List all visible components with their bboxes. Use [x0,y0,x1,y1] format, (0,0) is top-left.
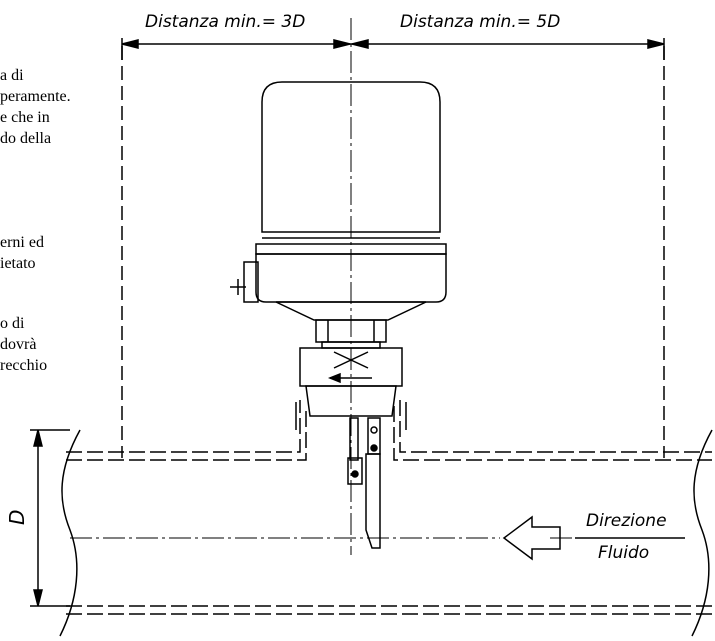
dim-arrow-mid-left [333,39,351,49]
dimension-label-5d: Distanza min.= 5D [400,12,560,32]
cable-gland [243,261,259,303]
coupling-block [299,347,403,387]
text-fragment-3: o di dovrà recchio [0,313,47,376]
pipe-break-right [691,429,713,637]
text-line: peramente. [0,88,71,105]
dimension-label-3d: Distanza min.= 3D [145,12,305,32]
flow-label-line2: Fluido [598,543,649,563]
dim-arrow-left [121,39,139,49]
pipe-break-left [59,429,81,637]
text-line: e che in [0,109,50,126]
pipe-walls [66,400,712,615]
text-line: do della [0,130,52,147]
text-line: dovrà [0,336,37,353]
device-body [255,253,447,303]
text-line: o di [0,315,25,332]
thread-body [305,385,397,417]
text-line: recchio [0,357,48,374]
flow-label-line1: Direzione [586,511,667,531]
diameter-label: D [5,510,29,525]
paddle-blade [365,453,381,549]
text-line: a di [0,67,24,84]
dim-arrow-mid-right [351,39,369,49]
text-line: ietato [0,255,36,272]
device-neck [275,301,427,321]
text-fragment-1: a di peramente. e che in do della [0,65,71,149]
flow-arrow [502,515,561,561]
text-fragment-2: erni ed ietato [0,232,44,274]
device-cap [261,81,441,233]
paddle-arm-left [349,417,359,461]
extension-lines [121,46,665,458]
dim-arrow-right [647,39,665,49]
text-line: erni ed [0,234,44,251]
